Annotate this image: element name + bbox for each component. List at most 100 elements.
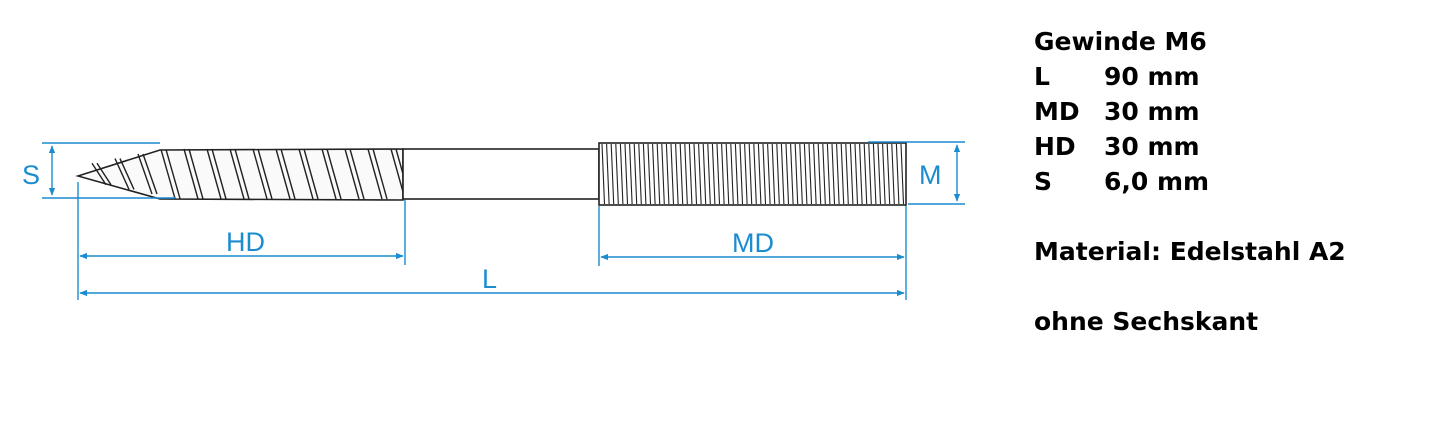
dimension-label-m: M: [919, 160, 942, 190]
machine-thread-line: [882, 143, 886, 205]
machine-thread-line: [845, 143, 849, 205]
wood-thread-tooth: [321, 148, 342, 200]
spec-key: MD: [1034, 97, 1080, 126]
spec-value: 30 mm: [1104, 132, 1200, 161]
machine-thread-line: [753, 143, 757, 205]
machine-thread-line: [776, 143, 780, 205]
machine-thread-line: [900, 143, 905, 205]
spec-key: S: [1034, 167, 1053, 196]
machine-thread-line: [688, 143, 693, 205]
spec-thread: Gewinde M6: [1034, 27, 1207, 56]
dimension-md: [598, 206, 907, 300]
machine-thread-line: [859, 143, 863, 205]
machine-thread-line: [702, 143, 707, 205]
machine-thread-line: [619, 143, 624, 205]
dimension-m: [868, 141, 965, 205]
machine-thread-line: [895, 143, 900, 205]
machine-thread-line: [711, 143, 716, 205]
machine-thread-line: [670, 143, 675, 205]
hanger-bolt: [75, 142, 907, 206]
machine-thread-line: [799, 143, 803, 205]
wood-thread-tooth: [206, 148, 227, 200]
machine-thread-line: [693, 143, 698, 205]
dimension-s: [42, 142, 175, 199]
machine-thread-line: [665, 143, 670, 205]
machine-thread-line: [652, 143, 656, 205]
machine-thread-line: [863, 143, 868, 205]
machine-thread-line: [826, 143, 831, 205]
machine-thread-line: [656, 143, 661, 205]
machine-thread-line: [757, 143, 762, 205]
machine-thread-line: [886, 143, 891, 205]
machine-thread-line: [854, 143, 859, 205]
dimension-label-l: L: [482, 264, 497, 294]
wood-thread-tooth: [91, 162, 112, 186]
machine-thread-line: [642, 143, 647, 205]
machine-thread-line: [803, 143, 808, 205]
machine-thread-line: [679, 143, 684, 205]
wood-thread-tooth: [137, 153, 158, 195]
spec-row-hd: HD 30 mm: [1034, 129, 1346, 164]
machine-thread-line: [813, 143, 817, 205]
machine-thread-line: [836, 143, 840, 205]
machine-thread-line: [794, 143, 799, 205]
machine-thread-line: [868, 143, 872, 205]
machine-thread-line: [725, 143, 730, 205]
machine-thread-line: [684, 143, 688, 205]
machine-thread-line: [647, 143, 652, 205]
machine-thread-line: [790, 143, 794, 205]
machine-thread-line: [675, 143, 679, 205]
machine-thread-line: [633, 143, 638, 205]
machine-thread-line: [721, 143, 725, 205]
machine-thread-line: [831, 143, 836, 205]
machine-thread-line: [744, 143, 748, 205]
dimension-hd: [77, 182, 406, 300]
machine-thread-line: [877, 143, 882, 205]
machine-thread-line: [808, 143, 813, 205]
wood-thread-tooth: [229, 148, 250, 200]
dimension-label-md: MD: [732, 228, 774, 258]
spec-key: HD: [1034, 132, 1076, 161]
spec-row-md: MD 30 mm: [1034, 94, 1346, 129]
spec-value: 30 mm: [1104, 97, 1200, 126]
spec-row-length: L 90 mm: [1034, 59, 1346, 94]
dimension-label-hd: HD: [226, 227, 265, 257]
machine-thread-line: [610, 143, 615, 205]
wood-thread-tooth: [114, 158, 135, 190]
dimension-label-s: S: [22, 160, 40, 190]
machine-thread-line: [822, 143, 826, 205]
machine-thread-line: [771, 143, 776, 205]
machine-thread-line: [638, 143, 642, 205]
machine-thread-line: [817, 143, 822, 205]
machine-thread-line: [601, 143, 606, 205]
wood-thread-tooth: [183, 148, 204, 200]
machine-thread-line: [615, 143, 619, 205]
spec-value: 90 mm: [1104, 62, 1200, 91]
machine-thread-line: [606, 143, 610, 205]
machine-thread-line: [698, 143, 702, 205]
wood-thread-tooth: [275, 148, 296, 200]
machine-thread-lines: [601, 143, 905, 205]
machine-thread-line: [891, 143, 895, 205]
machine-thread-line: [624, 143, 629, 205]
machine-thread-line: [739, 143, 744, 205]
specification-panel: Gewinde M6 L 90 mm MD 30 mm HD 30 mm S 6…: [1034, 24, 1346, 339]
spec-note: ohne Sechskant: [1034, 307, 1259, 336]
wood-thread-teeth: [91, 148, 411, 200]
machine-thread-line: [707, 143, 711, 205]
machine-thread-line: [767, 143, 771, 205]
wood-thread-tooth: [298, 148, 319, 200]
machine-thread-line: [762, 143, 767, 205]
wood-thread-tooth: [344, 148, 365, 200]
machine-thread-line: [661, 143, 665, 205]
spec-material: Material: Edelstahl A2: [1034, 237, 1346, 266]
smooth-shank: [402, 148, 600, 200]
spec-row-s: S 6,0 mm: [1034, 164, 1346, 199]
machine-thread-line: [734, 143, 739, 205]
machine-thread-line: [785, 143, 790, 205]
machine-thread-line: [748, 143, 753, 205]
wood-thread-tooth: [160, 149, 181, 199]
machine-thread-line: [629, 143, 633, 205]
machine-thread-line: [730, 143, 734, 205]
